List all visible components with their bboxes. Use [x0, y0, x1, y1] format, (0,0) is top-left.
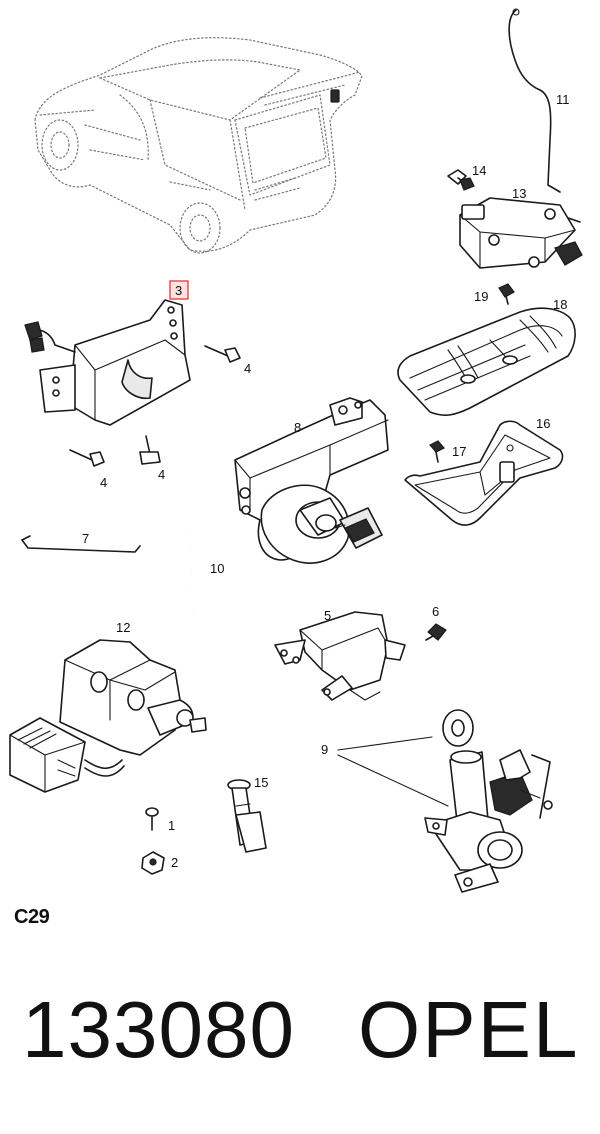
callout-3: 3	[175, 283, 182, 298]
part-11-release-rod[interactable]	[508, 8, 561, 193]
vehicle-outline	[34, 37, 363, 254]
reference-code: C29	[14, 906, 50, 928]
callout-12: 12	[116, 620, 130, 635]
part-3-hinge-bracket[interactable]	[24, 299, 191, 426]
part-8-lock-cylinder-housing[interactable]	[234, 397, 389, 564]
callout-4-a: 4	[244, 361, 251, 376]
callout-5: 5	[324, 608, 331, 623]
part-2-nut[interactable]	[141, 851, 165, 875]
callout-3-highlight	[169, 280, 189, 300]
part-4-screw-b[interactable]	[69, 449, 105, 467]
part-18-trim-cover[interactable]	[397, 307, 576, 417]
callout-1: 1	[168, 818, 175, 833]
part-13-lock-actuator[interactable]	[459, 197, 583, 269]
part-7-rod[interactable]	[21, 535, 141, 553]
callout-14: 14	[472, 163, 486, 178]
callout-6: 6	[432, 604, 439, 619]
callout-numbers: 11 14 13 19 18 3 4 8 16 17 4 4 7 10 6 5 …	[82, 92, 570, 870]
part-12-actuator-motor[interactable]	[9, 639, 207, 793]
callout-4-c: 4	[158, 467, 165, 482]
part-number: 133080	[22, 985, 295, 1074]
callout-15: 15	[254, 775, 268, 790]
part-19-screw[interactable]	[498, 283, 515, 305]
callout-7: 7	[82, 531, 89, 546]
callout-13: 13	[512, 186, 526, 201]
callout-4-b: 4	[100, 475, 107, 490]
callout-19: 19	[474, 289, 488, 304]
callout-17: 17	[452, 444, 466, 459]
callout-9: 9	[321, 742, 328, 757]
part-9-lock-assembly[interactable]	[424, 709, 553, 893]
part-14-screw[interactable]	[447, 169, 475, 191]
part-16-mounting-bracket[interactable]	[404, 420, 564, 526]
part-10-cable[interactable]	[188, 513, 217, 657]
part-4-screw-c[interactable]	[139, 435, 161, 465]
leader-lines	[337, 736, 449, 807]
callout-8: 8	[294, 420, 301, 435]
part-5-bracket[interactable]	[274, 611, 406, 701]
callout-2: 2	[171, 855, 178, 870]
brand-name: OPEL	[358, 985, 580, 1074]
part-6-screw[interactable]	[425, 623, 447, 641]
callout-10: 10	[210, 561, 224, 576]
part-1-screw[interactable]	[145, 807, 159, 831]
part-15-pin[interactable]	[227, 779, 267, 853]
callout-18: 18	[553, 297, 567, 312]
callout-11: 11	[556, 92, 570, 107]
part-4-screw-a[interactable]	[204, 345, 241, 363]
callout-16: 16	[536, 416, 550, 431]
part-17-screw[interactable]	[429, 440, 445, 463]
